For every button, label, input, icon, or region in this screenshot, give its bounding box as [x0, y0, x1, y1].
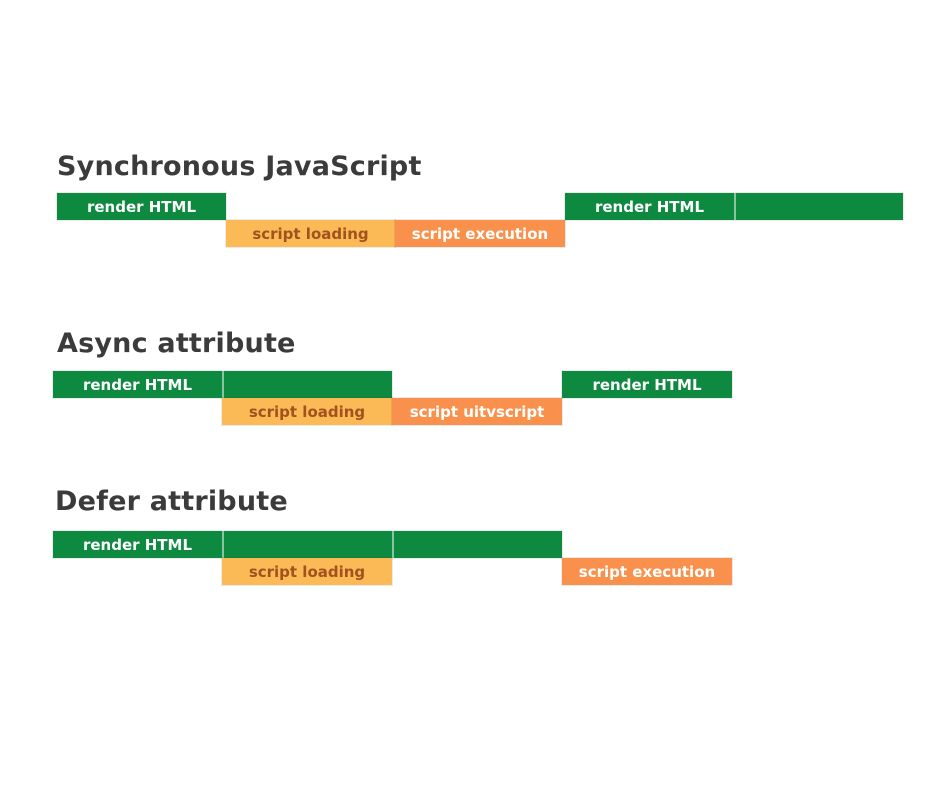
section-title-synchronous-javascript: Synchronous JavaScript [57, 151, 422, 182]
bar-render-html: render HTML [53, 371, 392, 398]
bar-segment [222, 531, 392, 558]
bar-segment [222, 371, 392, 398]
section-title-defer-attribute: Defer attribute [55, 486, 288, 517]
bar-segment [392, 531, 562, 558]
bar-segment [734, 193, 903, 220]
bar-render-html: render HTML [53, 531, 562, 558]
bar-segment: script execution [411, 224, 549, 243]
bar-script-loading: script loading [226, 220, 395, 247]
bar-script-loading: script loading [222, 558, 392, 585]
bar-render-html: render HTML [562, 371, 732, 398]
bar-segment: render HTML [592, 375, 702, 394]
bar-script-execution: script execution [395, 220, 565, 247]
bar-script-execution: script execution [562, 558, 732, 585]
bar-segment: script loading [252, 224, 369, 243]
bar-script-loading: script loading [222, 398, 392, 425]
bar-segment: render HTML [82, 375, 193, 394]
bar-render-html: render HTML [57, 193, 226, 220]
bar-segment: script loading [248, 402, 366, 421]
bar-script-execution: script uitvscript [392, 398, 562, 425]
bar-segment: render HTML [86, 197, 197, 216]
section-title-async-attribute: Async attribute [57, 328, 296, 359]
bar-render-html: render HTML [565, 193, 903, 220]
bar-segment: render HTML [82, 535, 193, 554]
bar-segment: render HTML [594, 197, 705, 216]
bar-segment: script loading [248, 562, 366, 581]
bar-segment: script execution [578, 562, 716, 581]
bar-segment: script uitvscript [409, 402, 545, 421]
